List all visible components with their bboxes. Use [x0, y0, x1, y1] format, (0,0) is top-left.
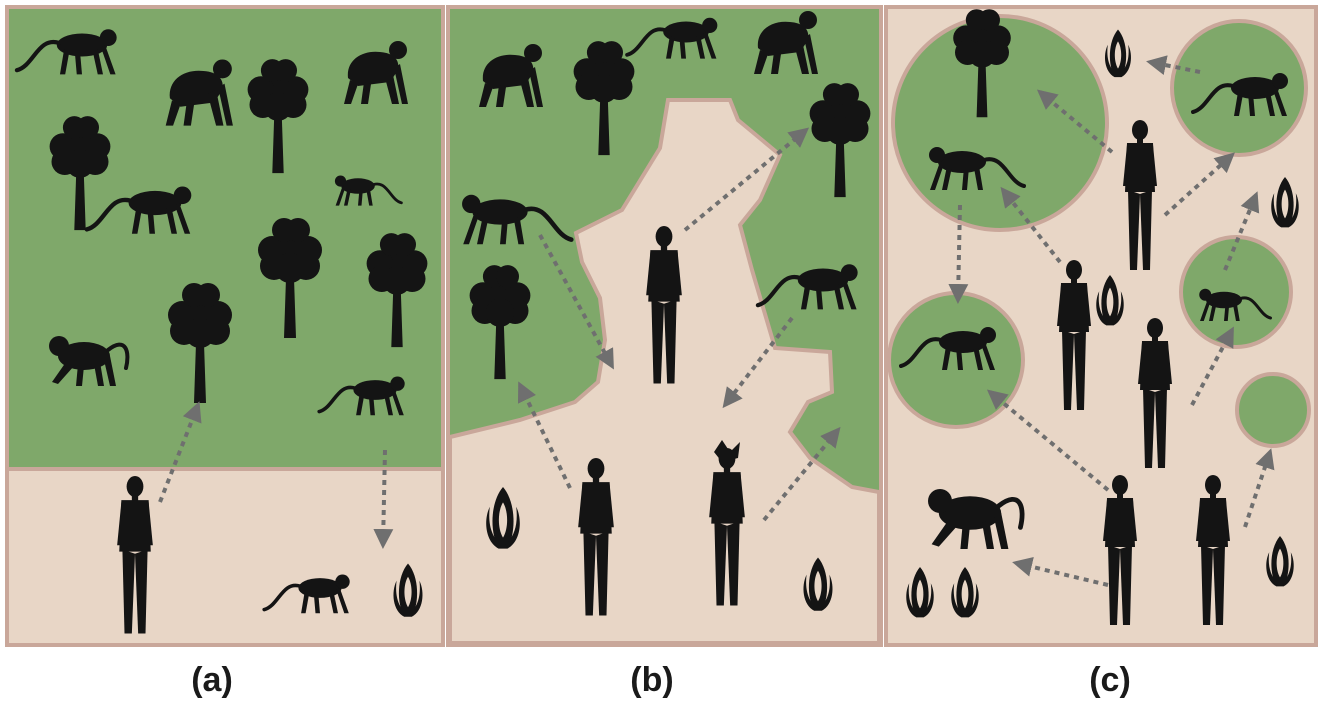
panel-c [886, 7, 1316, 645]
forest-patch [1181, 237, 1291, 347]
panel-b [448, 7, 881, 645]
panel-b-label: (b) [592, 660, 712, 700]
forest-patch [1237, 374, 1309, 446]
panel-a-label: (a) [152, 660, 272, 700]
panel-c-label: (c) [1050, 660, 1170, 700]
panel-a [7, 7, 443, 645]
